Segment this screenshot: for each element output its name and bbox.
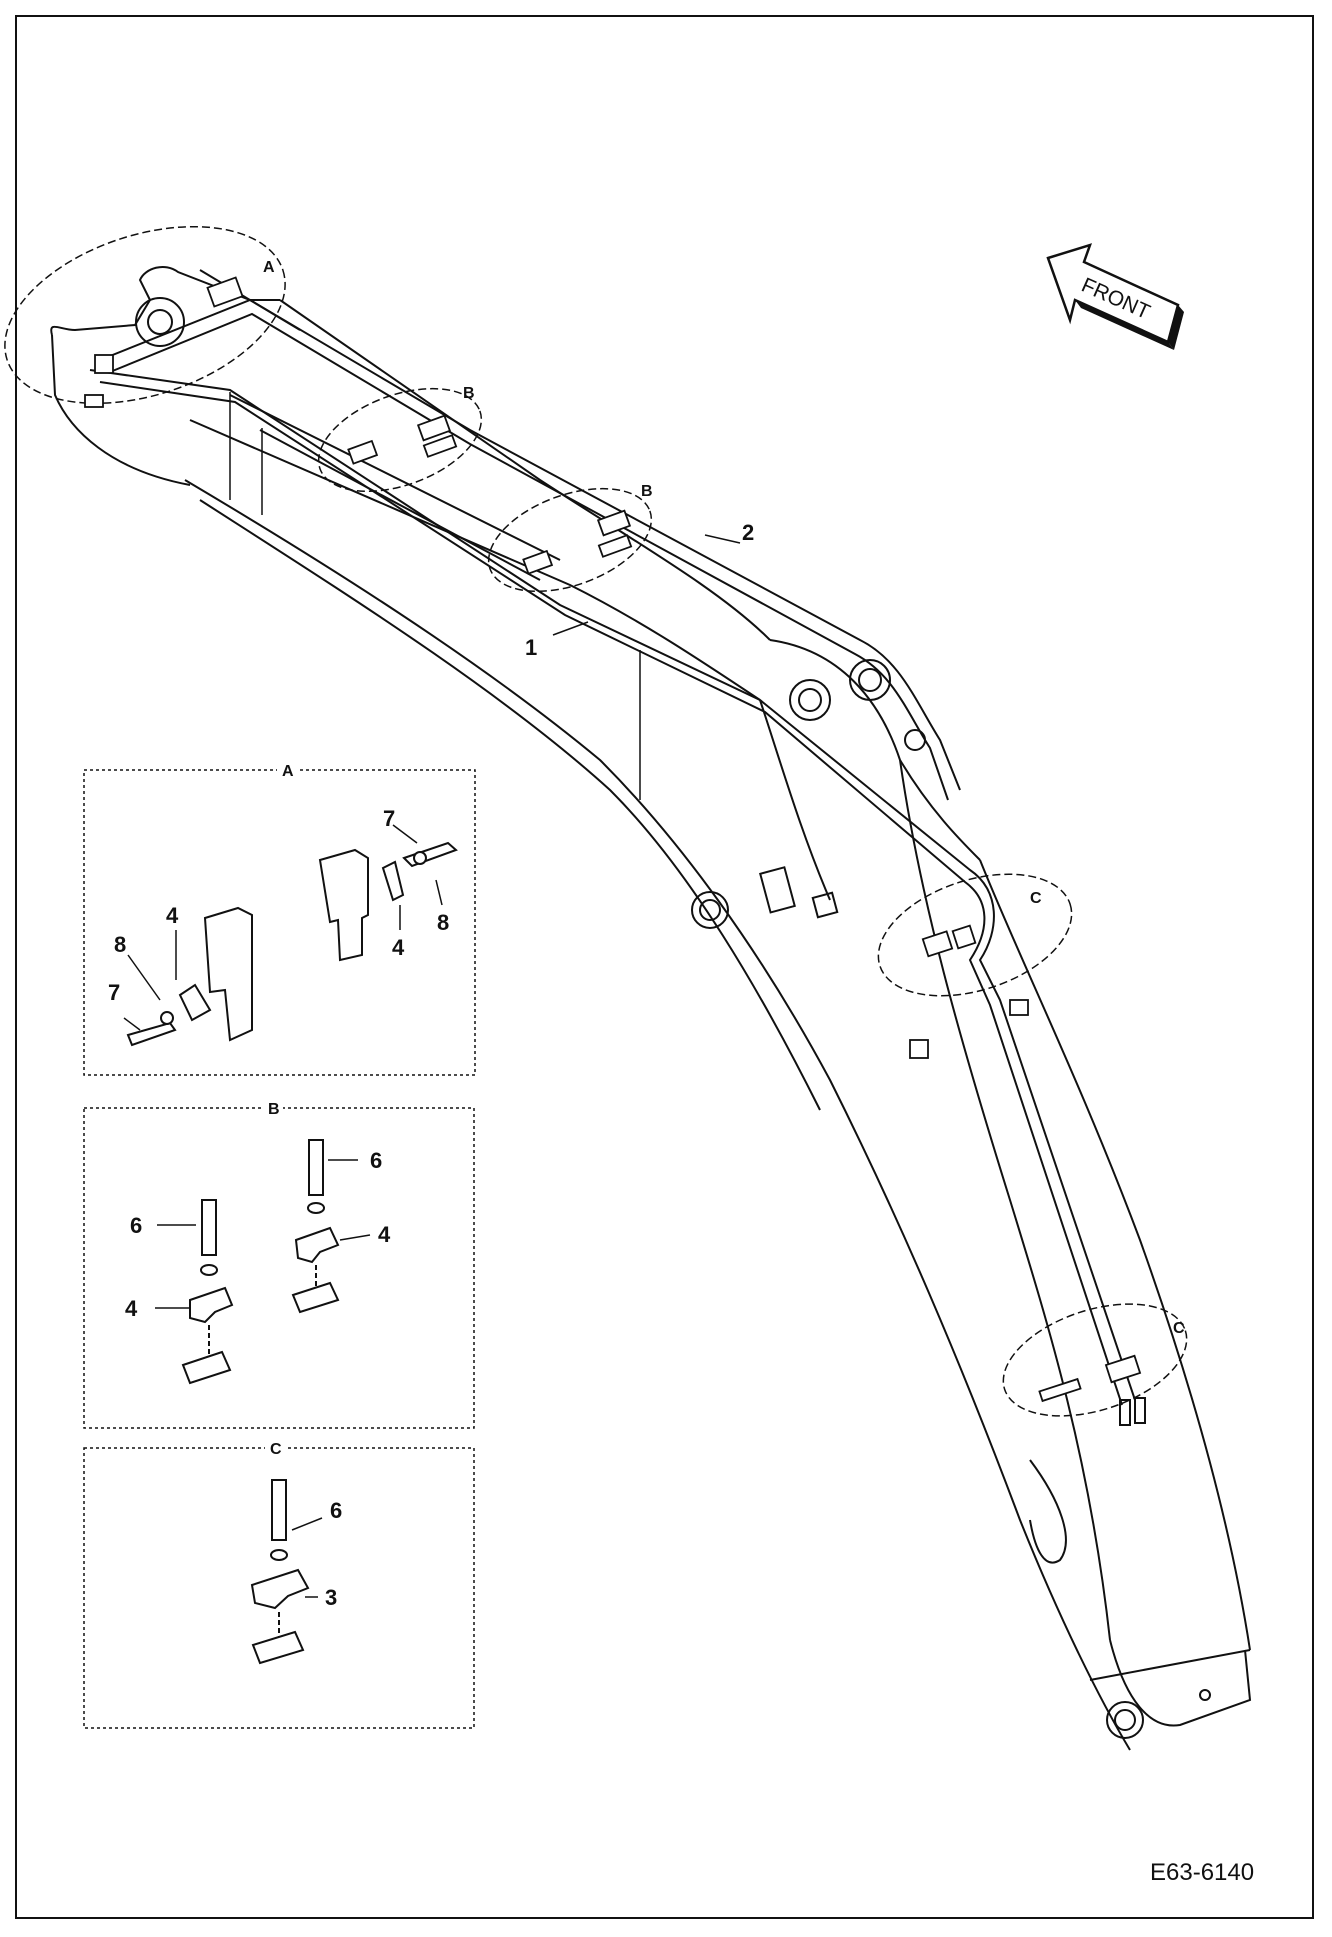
view-tag-b-lower: B [641,483,653,500]
main-view-clamps [84,276,1142,1403]
panel-a-label-8-right: 8 [437,910,449,935]
detail-panel-b: B 6 4 6 4 [83,1100,475,1429]
panel-a-label-4-right: 4 [392,935,405,960]
panel-c-label-3: 3 [325,1585,337,1610]
hydraulic-pipes [89,269,1146,1426]
detail-panel-a: A 7 8 4 4 8 7 [83,762,476,1076]
panel-b-label-6-right: 6 [370,1148,382,1173]
detail-ellipse-b-lower [487,487,653,593]
view-tag-c-upper: C [1030,890,1042,907]
panel-b-label-4-left: 4 [125,1296,138,1321]
front-arrow-icon: FRONT [1046,243,1184,350]
panel-a-label-7-right: 7 [383,806,395,831]
view-tag-c-lower: C [1173,1320,1185,1337]
panel-a-label-8-left: 8 [114,932,126,957]
drawing-border [15,15,1314,1919]
detail-ellipse-a [4,225,286,405]
panel-a-label-7-left: 7 [108,980,120,1005]
panel-b-label-6-left: 6 [130,1213,142,1238]
panel-a-tag: A [282,763,294,780]
view-tag-b-upper: B [463,385,475,402]
callout-2: 2 [742,520,754,545]
drawing-number: E63-6140 [1150,1859,1254,1886]
panel-c-label-6: 6 [330,1498,342,1523]
main-callouts: 2 1 [525,520,754,660]
panel-b-label-4-right: 4 [378,1222,391,1247]
view-tag-a: A [263,259,275,276]
detail-ellipse-b-upper [317,387,483,493]
panel-a-label-4-left: 4 [166,903,179,928]
detail-ellipse-c-lower [1002,1303,1188,1417]
detail-panel-c: C 6 3 [83,1440,475,1729]
panel-b-tag: B [268,1101,280,1118]
panel-c-tag: C [270,1441,282,1458]
detail-ellipse-c-upper [877,873,1073,997]
callout-1: 1 [525,635,537,660]
